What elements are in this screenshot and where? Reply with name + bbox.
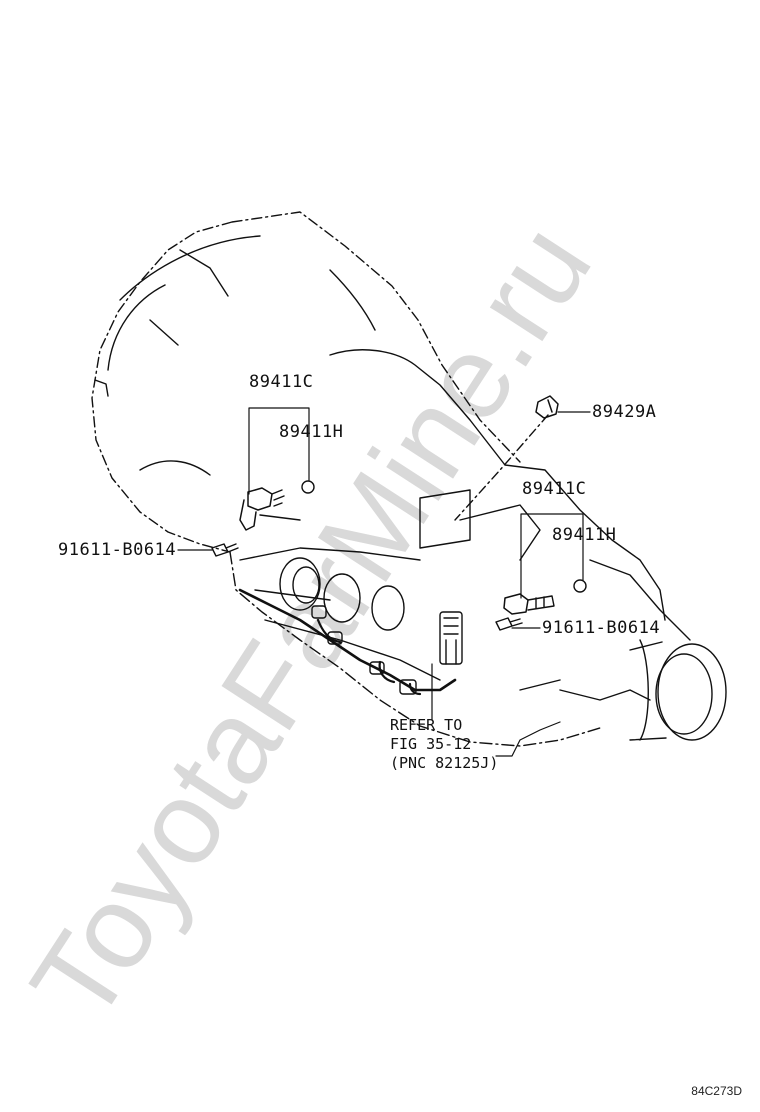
left-oring-icon (301, 480, 315, 494)
port-boss-1 (279, 557, 321, 611)
output-flange (657, 643, 727, 741)
reference-note-line3: (PNC 82125J) (390, 754, 499, 772)
callout-89411h-right[interactable]: 89411H (552, 525, 617, 545)
switch-leader (454, 414, 549, 521)
right-bolt-icon (495, 617, 523, 631)
right-speed-sensor-icon (503, 593, 529, 615)
port-boss-2 (323, 573, 361, 623)
callout-89429a[interactable]: 89429A (592, 402, 657, 422)
output-flange-inner (655, 653, 713, 735)
case-mid-lines (239, 514, 441, 681)
callout-89411h-left[interactable]: 89411H (279, 422, 344, 442)
harness-connector-1 (311, 605, 327, 619)
left-sensor-threads (271, 489, 285, 507)
callout-91611-left[interactable]: 91611-B0614 (58, 540, 177, 560)
port-boss-1-inner (292, 566, 320, 604)
transmission-case (229, 551, 601, 747)
port-boss-3 (371, 585, 405, 631)
bell-housing-inner (107, 235, 376, 476)
harness-main-plug-detail (443, 617, 459, 665)
reference-note[interactable]: REFER TO FIG 35-12 (PNC 82125J) (390, 716, 498, 773)
wire-harness-branch (316, 618, 422, 696)
rear-extension (519, 559, 691, 701)
reference-note-line1: REFER TO (390, 716, 463, 734)
harness-connector-3 (369, 661, 385, 675)
output-shaft-edge (629, 639, 667, 741)
bell-housing-rib (94, 249, 229, 397)
left-speed-sensor-icon (239, 487, 273, 531)
bell-housing-outline (91, 211, 521, 553)
callout-89411c-left[interactable]: 89411C (249, 372, 314, 392)
callout-89411c-right[interactable]: 89411C (522, 479, 587, 499)
right-sensor-threads (527, 595, 555, 611)
callout-91611-right[interactable]: 91611-B0614 (542, 618, 661, 638)
right-oring-icon (573, 579, 587, 593)
top-switch-icon (535, 395, 559, 419)
left-bolt-icon (211, 543, 239, 557)
drawing-code: 84C273D (691, 1084, 742, 1098)
harness-connector-4 (399, 679, 417, 695)
harness-connector-2 (327, 631, 343, 645)
reference-note-line2: FIG 35-12 (390, 735, 472, 753)
wire-harness (238, 588, 457, 692)
callout-leaders (177, 407, 591, 757)
upper-block (419, 489, 541, 561)
harness-main-plug (439, 611, 463, 665)
case-top-edge (329, 349, 666, 621)
